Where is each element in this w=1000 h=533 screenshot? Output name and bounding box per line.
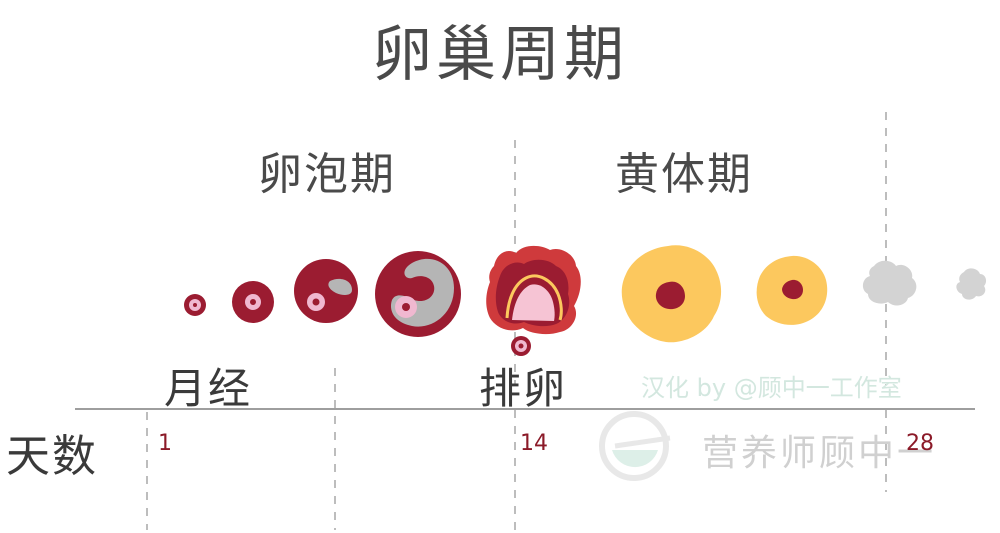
diagram-title: 卵巢周期 bbox=[372, 20, 628, 90]
corpus-luteum-small bbox=[756, 255, 828, 325]
watermark-credit: 汉化 by @顾中一工作室 bbox=[641, 374, 902, 402]
day-14-tick: 14 bbox=[520, 431, 548, 456]
primordial-follicle bbox=[184, 294, 206, 316]
watermark-logo bbox=[599, 411, 671, 481]
day-1-tick: 1 bbox=[158, 431, 172, 456]
graafian-follicle bbox=[375, 251, 461, 337]
primary-follicle bbox=[232, 281, 274, 323]
ovulation-label: 排卵 bbox=[479, 364, 568, 413]
ruptured-follicle bbox=[486, 245, 581, 356]
watermark-brand: 营养师顾中一 bbox=[702, 433, 937, 474]
luteal-phase-label: 黄体期 bbox=[615, 149, 753, 200]
corpus-luteum-large bbox=[621, 245, 722, 343]
corpus-albicans-small bbox=[956, 268, 987, 300]
secondary-follicle bbox=[294, 259, 358, 323]
day-28-tick: 28 bbox=[906, 431, 934, 456]
follicular-phase-label: 卵泡期 bbox=[258, 149, 396, 200]
days-axis-label: 天数 bbox=[6, 431, 98, 482]
menstruation-label: 月经 bbox=[164, 364, 253, 413]
phase-dividers bbox=[146, 112, 887, 530]
corpus-albicans-large bbox=[862, 260, 917, 306]
